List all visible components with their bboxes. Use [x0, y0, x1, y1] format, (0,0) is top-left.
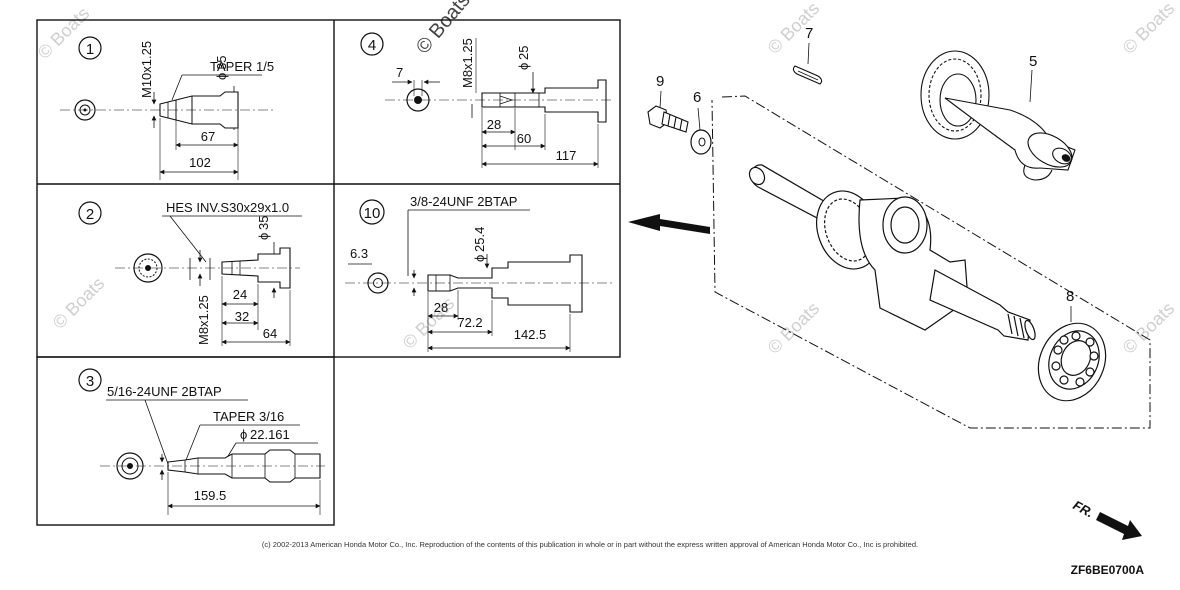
taper-label: TAPER 1/5	[210, 59, 274, 74]
dimension: 7	[396, 65, 403, 80]
callout-5: 5	[1029, 53, 1037, 70]
panel-2: 2 HES INV.S30x29x1.0 ϕ 35 M8x1.25 24 32 …	[78, 200, 302, 346]
assembly-outline	[711, 95, 1151, 429]
panel-1: 1 TAPER 1/5 M10x1.25 ϕ 35 67 102	[60, 36, 275, 180]
watermark: © Boats	[1119, 0, 1179, 58]
callout-6: 6	[693, 89, 701, 106]
watermark: © Boats	[764, 0, 824, 58]
watermark: © Boats	[764, 298, 824, 358]
panel-3: 3 5/16-24UNF 2BTAP TAPER 3/16 ϕ 22.161 1…	[78, 368, 325, 515]
diameter-label: 35	[214, 56, 229, 70]
callout-7: 7	[805, 25, 813, 42]
diameter-label: 25	[516, 46, 531, 60]
front-direction-indicator: FR.	[1071, 497, 1142, 540]
svg-text:ϕ: ϕ	[256, 233, 271, 240]
dimension: 28	[487, 117, 501, 132]
dimension: 32	[235, 309, 249, 324]
thread-label: 3/8-24UNF 2BTAP	[410, 194, 517, 209]
watermark: © Boats	[49, 273, 109, 333]
callout-9: 9	[656, 73, 664, 90]
svg-text:ϕ: ϕ	[240, 427, 247, 442]
bearing-part-8	[1037, 322, 1107, 402]
dimension: 28	[434, 300, 448, 315]
panel-10: 10 3/8-24UNF 2BTAP ϕ 25.4 6.3 28 72.2 14…	[345, 194, 612, 352]
dimension: 24	[233, 287, 247, 302]
panel-frames	[36, 19, 621, 526]
dimension: 117	[556, 148, 577, 163]
callout-labels: 5 6 7 8 9	[656, 25, 1074, 322]
dimension: 6.3	[350, 246, 368, 261]
callout-8: 8	[1066, 288, 1074, 305]
svg-text:ϕ: ϕ	[214, 73, 229, 80]
key-part-7	[792, 65, 823, 85]
watermark: © Boats	[34, 3, 94, 63]
svg-text:ϕ: ϕ	[472, 255, 487, 262]
dimension: 102	[189, 155, 211, 170]
balancer-part-5	[920, 50, 1076, 181]
dimension: 67	[201, 129, 215, 144]
dimension: 72.2	[457, 315, 482, 330]
dimension: 142.5	[514, 327, 547, 342]
washer-part-6	[690, 129, 712, 155]
taper-label: TAPER 3/16	[213, 409, 284, 424]
fr-arrow-icon	[1096, 512, 1142, 540]
diameter-label: 35	[256, 216, 271, 230]
thread-label: M10x1.25	[139, 41, 154, 98]
diameter-label: 22.161	[250, 427, 290, 442]
watermark: © Boats	[399, 293, 459, 353]
dimension: 159.5	[194, 488, 227, 503]
svg-text:ϕ: ϕ	[516, 63, 531, 70]
dimension: 60	[517, 131, 531, 146]
crankshaft	[748, 164, 1036, 341]
reference-arrow	[628, 214, 710, 234]
bolt-part-9	[647, 105, 689, 133]
diameter-label: 25.4	[472, 227, 487, 252]
diagram-code: ZF6BE0700A	[1070, 563, 1144, 577]
fr-label: FR.	[1071, 497, 1097, 520]
panel-number: 4	[368, 37, 376, 54]
thread-label: M8x1.25	[196, 295, 211, 345]
panel-number: 10	[364, 205, 381, 222]
thread-label: 5/16-24UNF 2BTAP	[107, 384, 222, 399]
panel-number: 2	[86, 206, 94, 223]
panel-number: 1	[86, 41, 94, 58]
spline-label: HES INV.S30x29x1.0	[166, 200, 289, 215]
panel-4: 4 M8x1.25 ϕ 25 7 28 60 117	[360, 32, 612, 168]
dimension: 64	[263, 326, 277, 341]
thread-label: M8x1.25	[460, 38, 475, 88]
panel-number: 3	[86, 373, 94, 390]
watermark: © Boats	[1119, 298, 1179, 358]
copyright-notice: (c) 2002-2013 American Honda Motor Co., …	[261, 540, 919, 549]
